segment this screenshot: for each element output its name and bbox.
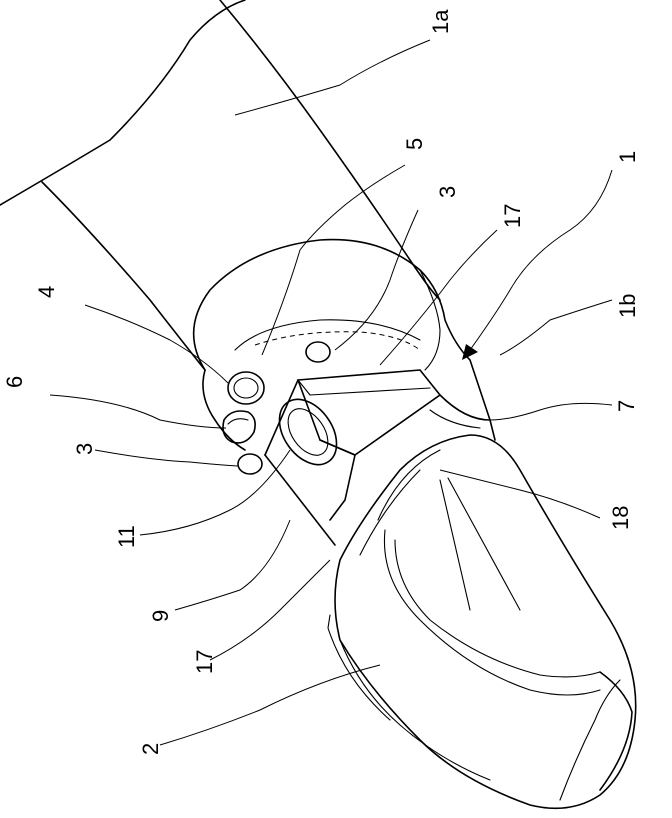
label-3-left: 3 [72, 443, 97, 455]
reference-labels: 1a 5 3 17 1 1b 4 6 3 7 11 18 9 17 2 [2, 9, 640, 755]
label-1a: 1a [428, 9, 453, 34]
label-7: 7 [614, 400, 639, 412]
upper-body-1a [0, 0, 440, 370]
label-5: 5 [402, 138, 427, 150]
label-9: 9 [148, 610, 173, 622]
label-2: 2 [138, 743, 163, 755]
label-18: 18 [608, 506, 633, 530]
label-3-top: 3 [435, 186, 460, 198]
label-17-top: 17 [500, 204, 525, 228]
label-17-bottom: 17 [192, 650, 217, 674]
label-6: 6 [2, 376, 27, 388]
window-assembly [265, 370, 495, 545]
label-4: 4 [34, 286, 59, 298]
label-1b: 1b [615, 294, 640, 318]
arrow-1 [462, 170, 612, 360]
label-1: 1 [615, 151, 640, 163]
lower-body-2 [328, 435, 636, 808]
ports [223, 342, 330, 474]
label-11: 11 [114, 525, 139, 548]
